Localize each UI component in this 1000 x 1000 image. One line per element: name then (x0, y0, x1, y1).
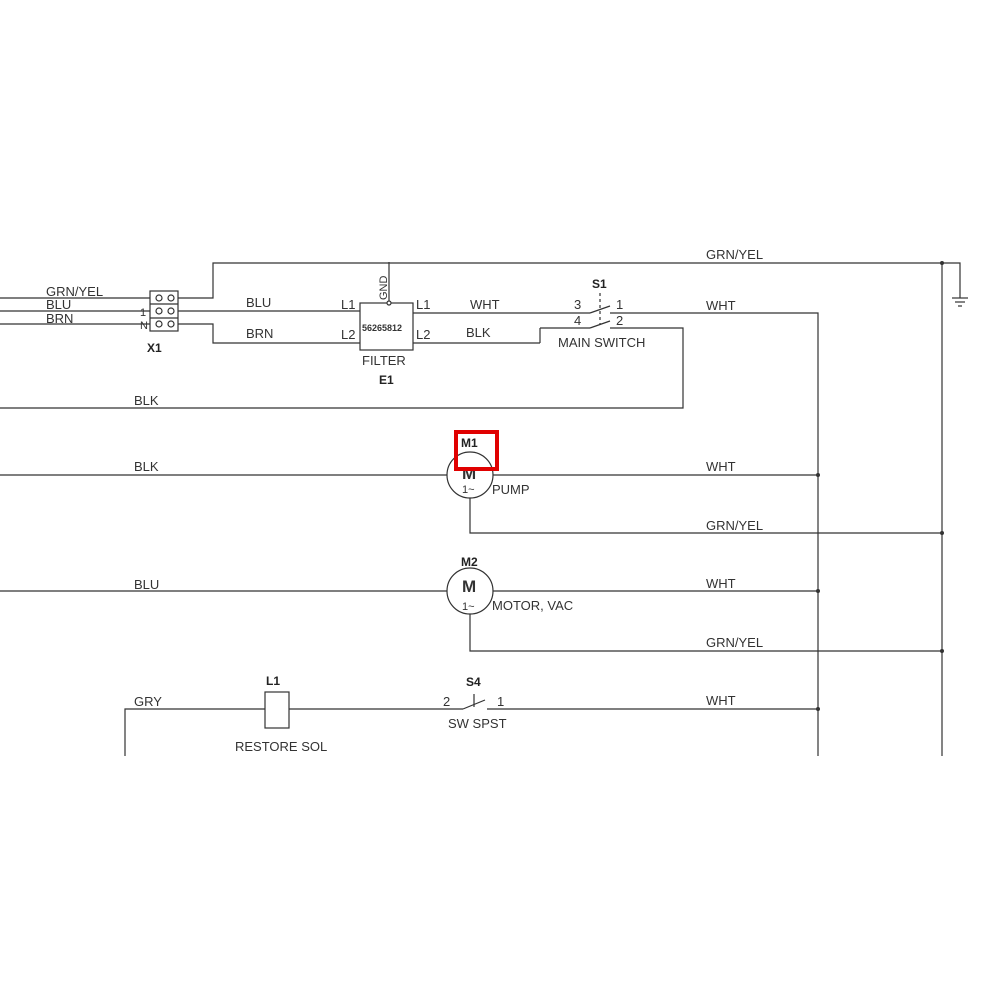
main-switch-pin-4: 4 (574, 313, 581, 328)
wire-label-wht-switch: WHT (470, 297, 500, 312)
vac-motor-m2: M 1~ M2 MOTOR, VAC (446, 555, 573, 615)
pump-id: M1 (461, 436, 478, 450)
pump-motor-m1: M 1~ M1 PUMP (446, 430, 530, 499)
filter-gnd-label: GND (378, 276, 390, 301)
terminal-screw-icon (167, 307, 175, 315)
wire-label-grn-yel-in: GRN/YEL (46, 284, 103, 299)
filter-in-l1: L1 (341, 297, 355, 312)
vac-motor-id: M2 (461, 555, 478, 569)
pump-name: PUMP (492, 482, 530, 497)
junction-node (816, 473, 820, 477)
wire-label-wht-vac: WHT (706, 576, 736, 591)
vac-motor-name: MOTOR, VAC (492, 598, 573, 613)
terminal-screw-icon (155, 294, 163, 302)
terminal-pin-n: N (140, 320, 148, 332)
wire-label-wht-out: WHT (706, 298, 736, 313)
highlight-box (454, 430, 499, 471)
wire-label-blu-filter: BLU (246, 295, 271, 310)
wires (0, 262, 961, 756)
wire-label-grn-yel-pump: GRN/YEL (706, 518, 763, 533)
wire-label-wht-s4: WHT (706, 693, 736, 708)
main-switch-pin-1: 1 (616, 297, 623, 312)
filter-in-l2: L2 (341, 327, 355, 342)
vac-motor-symbol: M (462, 577, 476, 596)
filter-name: FILTER (362, 353, 406, 368)
spst-switch-id: S4 (466, 675, 481, 689)
terminal-screw-icon (155, 307, 163, 315)
terminal-pin-1: 1 (140, 307, 146, 319)
main-switch-id: S1 (592, 277, 607, 291)
switch-contact-icon (589, 320, 611, 329)
wire-label-blu-in: BLU (46, 297, 71, 312)
motor-icon (446, 567, 494, 615)
junction-node (816, 707, 820, 711)
filter-out-l1: L1 (416, 297, 430, 312)
wire-blk-switch-out (0, 327, 684, 409)
wire-grn-yel-pump (469, 497, 942, 534)
filter-e1: 56265812 GND L1 L2 L1 L2 FILTER E1 (341, 276, 430, 388)
wire-label-blu-vac: BLU (134, 577, 159, 592)
wire-label-gry-sol: GRY (134, 694, 162, 709)
main-switch-pin-3: 3 (574, 297, 581, 312)
spst-switch-name: SW SPST (448, 716, 507, 731)
main-switch-name: MAIN SWITCH (558, 335, 645, 350)
earth-ground-icon (952, 297, 968, 307)
junction-node (940, 649, 944, 653)
gnd-terminal-icon (386, 300, 392, 306)
switch-contact-icon (462, 699, 486, 710)
main-switch-pin-2: 2 (616, 313, 623, 328)
pump-phase: 1~ (462, 484, 475, 496)
terminal-block-id: X1 (147, 341, 162, 355)
solenoid-coil-icon (264, 691, 290, 729)
wire-wht-switch-out (610, 312, 819, 756)
wire-label-brn-filter: BRN (246, 326, 273, 341)
switch-contact-icon (589, 305, 611, 314)
spst-switch-s4: S4 2 1 SW SPST (443, 675, 507, 731)
vac-motor-phase: 1~ (462, 601, 475, 613)
solenoid-id: L1 (266, 674, 280, 688)
wire-ground-bus (178, 262, 961, 299)
wire-label-blk-return: BLK (134, 393, 159, 408)
filter-out-l2: L2 (416, 327, 430, 342)
filter-body (359, 302, 414, 351)
solenoid-name: RESTORE SOL (235, 739, 327, 754)
filter-part-number: 56265812 (362, 323, 402, 333)
junction-nodes (816, 261, 944, 711)
pump-symbol: M (462, 464, 476, 483)
junction-node (816, 589, 820, 593)
wire-gry-sol (124, 708, 265, 756)
terminal-screw-icon (155, 320, 163, 328)
wire-label-blk-pump: BLK (134, 459, 159, 474)
junction-node (940, 531, 944, 535)
spst-switch-pin-2: 2 (443, 694, 450, 709)
filter-id: E1 (379, 373, 394, 387)
wire-label-grn-yel-vac: GRN/YEL (706, 635, 763, 650)
wire-label-grn-yel-top: GRN/YEL (706, 247, 763, 262)
terminal-block-x1: 1 N X1 (140, 290, 179, 355)
wire-labels: GRN/YEL BLU BRN GRN/YEL BLU BRN WHT BLK … (46, 247, 763, 709)
wire-label-blk-switch: BLK (466, 325, 491, 340)
spst-switch-pin-1: 1 (497, 694, 504, 709)
wire-brn-x1-filter (178, 323, 360, 344)
motor-icon (446, 451, 494, 499)
wire-label-wht-pump: WHT (706, 459, 736, 474)
wire-label-brn-in: BRN (46, 311, 73, 326)
junction-node (940, 261, 944, 265)
solenoid-l1: L1 RESTORE SOL (235, 674, 327, 754)
main-switch-s1: S1 3 1 4 2 MAIN SWITCH (558, 277, 645, 350)
terminal-screw-icon (167, 320, 175, 328)
terminal-screw-icon (167, 294, 175, 302)
wire-grn-yel-vac (469, 613, 942, 652)
